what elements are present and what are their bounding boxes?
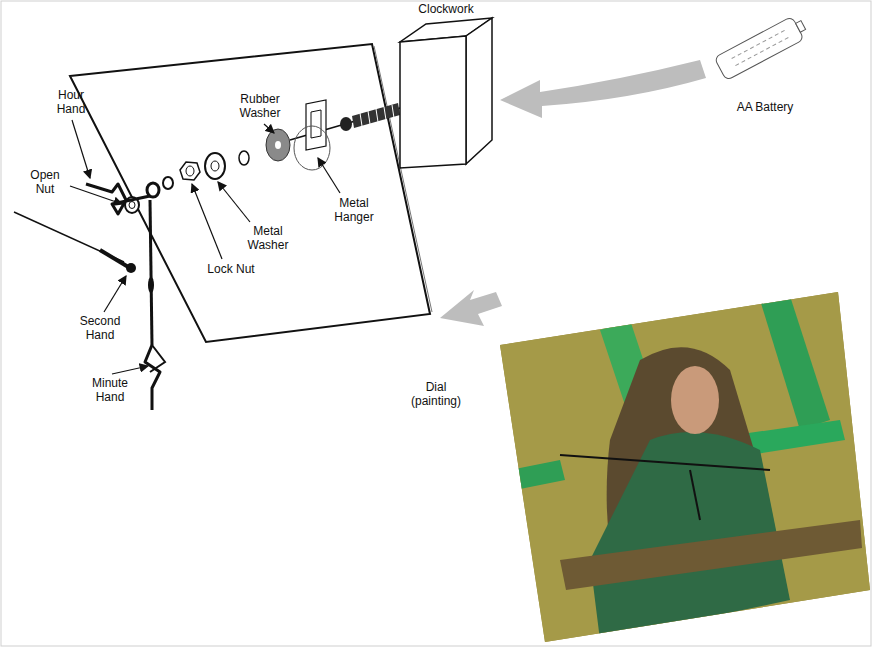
metal-hanger [294,100,330,170]
small-ring [239,151,249,165]
insert-arrow [440,290,502,326]
part-label: Minute Hand [82,376,138,404]
part-label: Rubber Washer [232,92,288,120]
threaded-shaft [340,103,400,131]
leader-lines [70,120,340,374]
part-label: Metal Washer [240,224,296,252]
dial-panel [70,44,430,342]
insert-arrow [500,60,706,118]
part-label: Open Nut [22,168,68,196]
part-label: Metal Hanger [326,196,382,224]
part-label: Hour Hand [48,88,94,116]
second-hand [14,212,136,273]
part-label: Clockwork [398,2,494,16]
part-label: Dial (painting) [404,380,468,408]
rubber-washer [266,129,290,161]
clockwork-box [400,18,492,168]
part-label: Second Hand [72,314,128,342]
part-label: AA Battery [720,100,810,114]
lock-nut [180,162,200,180]
small-ring [163,177,173,189]
aa-battery [714,14,809,81]
painting [490,280,872,647]
hour-hand [86,184,150,214]
metal-washer [205,153,225,179]
part-label: Lock Nut [196,262,266,276]
minute-hand [145,200,165,410]
clockwork-node: Clockwork [398,2,494,16]
